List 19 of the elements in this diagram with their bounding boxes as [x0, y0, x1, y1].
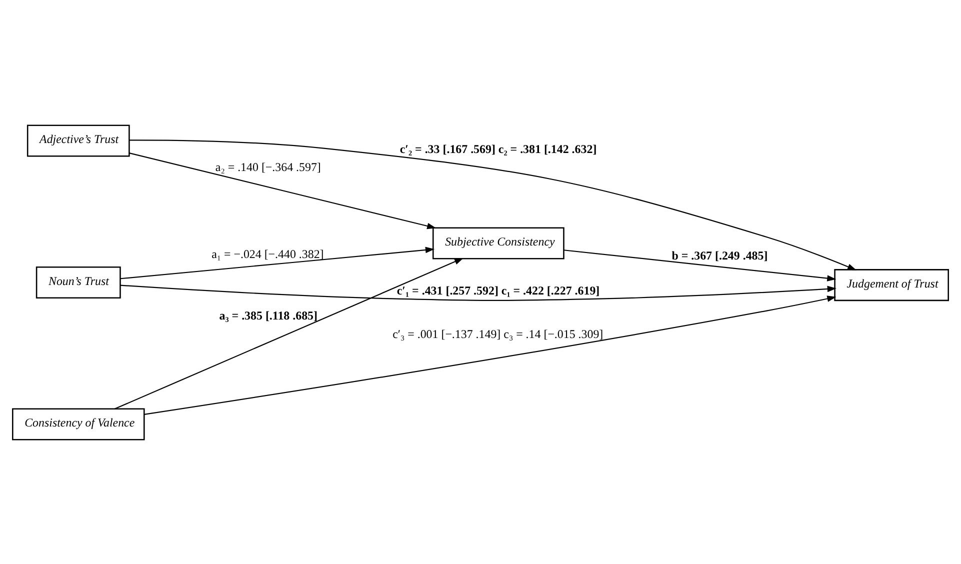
- edge-label: c′₁ = .431 [.257 .592] c₁ = .422 [.227 .619]: [396, 283, 600, 298]
- arrow: [564, 249, 836, 281]
- arrow: [114, 257, 464, 409]
- edge-label: c′₃ = .001 [−.137 .149] c₃ = .14 [−.015 .309]: [392, 326, 604, 341]
- edge-label: c′₂ = .33 [.167 .569] c₂ = .381 [.142 .632]: [400, 141, 597, 156]
- arrow: [144, 295, 836, 414]
- arrow: [129, 139, 857, 270]
- node-box: Judgement of Trust: [834, 268, 949, 301]
- arrow: [120, 246, 435, 279]
- arrow: [129, 152, 436, 229]
- node-box: Adjective’s Trust: [26, 124, 130, 156]
- node-box: Noun’s Trust: [36, 266, 121, 298]
- node-box: Subjective Consistency: [432, 226, 564, 259]
- edge-label: b = .367 [.249 .485]: [672, 248, 768, 262]
- node-box: Consistency of Valence: [12, 408, 145, 440]
- arrow: [120, 284, 836, 301]
- edge-label: a₂ = .140 [−.364 .597]: [215, 159, 321, 174]
- edge-label: a₁ = −.024 [−.440 .382]: [212, 246, 324, 260]
- edge-label: a₃ = .385 [.118 .685]: [219, 308, 318, 322]
